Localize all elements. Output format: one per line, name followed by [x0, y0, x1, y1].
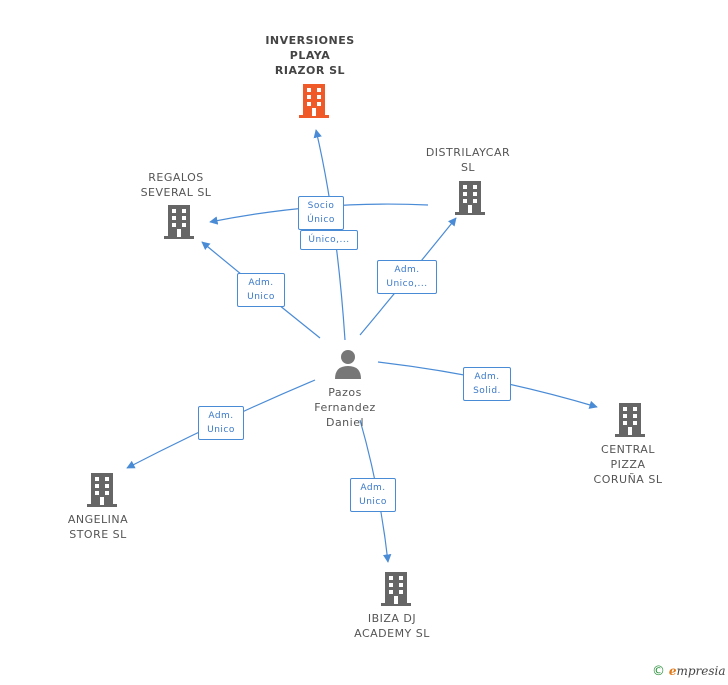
- building-icon-distrilaycar[interactable]: [454, 181, 486, 215]
- copyright-symbol: ©: [652, 664, 665, 679]
- node-central-label[interactable]: CENTRAL PIZZA CORUÑA SL: [593, 443, 663, 486]
- edge-label-adm-unico-regalos[interactable]: Adm. Unico: [237, 273, 285, 307]
- node-angelina-label[interactable]: ANGELINA STORE SL: [67, 513, 129, 541]
- person-icon[interactable]: [334, 349, 362, 379]
- node-distrilaycar-label[interactable]: DISTRILAYCAR SL: [425, 146, 511, 174]
- building-icon-regalos[interactable]: [163, 205, 195, 239]
- brand-logo: empresia: [668, 664, 726, 678]
- building-icon-ibiza[interactable]: [380, 572, 412, 606]
- person-name[interactable]: Pazos Fernandez Daniel: [314, 386, 376, 429]
- edge-label-adm-unico-distrilaycar[interactable]: Adm. Unico,...: [377, 260, 437, 294]
- edge-label-adm-unico-angelina[interactable]: Adm. Unico: [198, 406, 244, 440]
- node-ibiza-label[interactable]: IBIZA DJ ACADEMY SL: [354, 612, 430, 640]
- footer-brand: © empresia: [652, 664, 726, 679]
- building-icon-central[interactable]: [614, 403, 646, 437]
- edge-label-adm-unico-ibiza[interactable]: Adm. Unico: [350, 478, 396, 512]
- edge-label-unico[interactable]: Único,...: [300, 230, 358, 250]
- node-regalos-label[interactable]: REGALOS SEVERAL SL: [140, 171, 212, 199]
- building-icon-angelina[interactable]: [86, 473, 118, 507]
- edge-label-adm-solid[interactable]: Adm. Solid.: [463, 367, 511, 401]
- building-icon-inversiones[interactable]: [298, 84, 330, 118]
- node-inversiones-label[interactable]: INVERSIONES PLAYA RIAZOR SL: [265, 34, 355, 77]
- edge-label-socio-unico[interactable]: Socio Único: [298, 196, 344, 230]
